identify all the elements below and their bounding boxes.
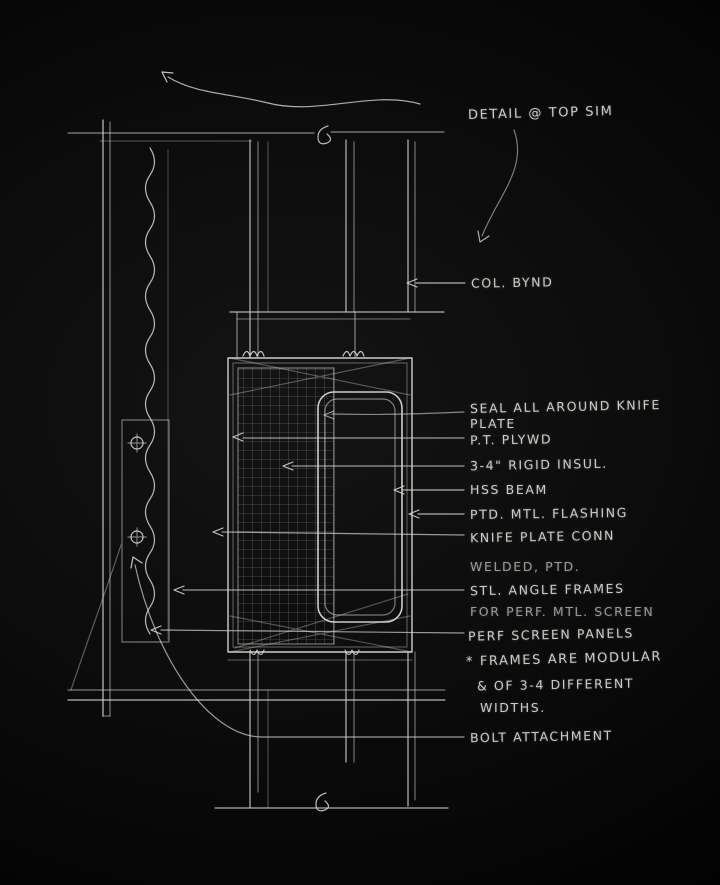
brace-diagonals xyxy=(229,357,413,653)
hss-beam-outline xyxy=(317,391,403,623)
seal-squiggle xyxy=(242,350,265,357)
top-reference-arrow xyxy=(161,71,421,108)
wall-assembly xyxy=(102,119,169,717)
detail-outer-box xyxy=(227,357,413,653)
label-col-bynd: COL. BYND xyxy=(470,274,554,291)
label-bolt-attachment: BOLT ATTACHMENT xyxy=(469,727,613,746)
label-seal-line-2: PLATE xyxy=(470,416,516,431)
leader-lines xyxy=(130,129,519,738)
seal-squiggle xyxy=(344,649,360,656)
detail-assembly xyxy=(227,350,413,656)
label-stl-angle-frames: STL. ANGLE FRAMES xyxy=(469,580,625,599)
label-for-perf-mtl-screen: FOR PERF. MTL. SCREEN xyxy=(470,604,655,619)
beam-seat-band xyxy=(229,311,445,359)
seal-squiggle xyxy=(249,649,265,656)
label-frames-note-line-2: & OF 3-4 DIFFERENT xyxy=(476,675,635,694)
corrugated-panel-line xyxy=(144,147,156,635)
centerline-mark-icon xyxy=(315,125,332,812)
label-pt-plywd: P.T. PLYWD xyxy=(469,431,553,448)
angle-frame-bracket xyxy=(70,419,170,691)
label-hss-beam: HSS BEAM xyxy=(470,482,548,497)
label-knife-plate-conn: KNIFE PLATE CONN xyxy=(469,527,616,546)
label-rigid-insul: 3-4" RIGID INSUL. xyxy=(469,455,608,474)
seal-squiggle xyxy=(342,350,365,357)
label-ptd-mtl-flashing: PTD. MTL. FLASHING xyxy=(469,505,629,522)
construction-lines xyxy=(67,131,449,809)
column-lines xyxy=(249,139,416,809)
label-frames-note-line-3: WIDTHS. xyxy=(480,700,546,715)
label-welded-ptd: WELDED, PTD. xyxy=(470,559,581,574)
insulation-hatch xyxy=(238,368,334,644)
